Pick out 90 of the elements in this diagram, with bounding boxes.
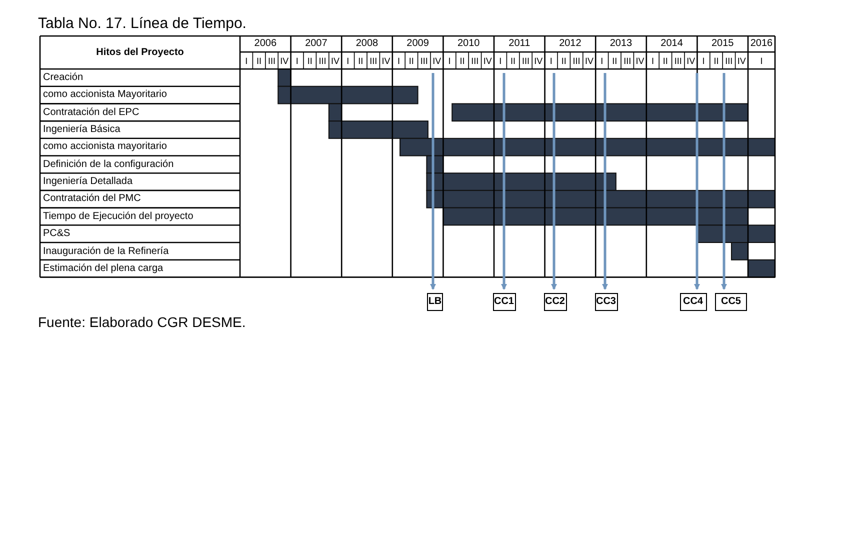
year-header: 2012 — [558, 37, 582, 51]
quarter-header: III — [520, 54, 530, 68]
quarter-header: IV — [432, 54, 442, 68]
quarter-header: I — [396, 54, 401, 68]
quarter-header: III — [673, 54, 683, 68]
gantt-bar — [442, 207, 748, 226]
year-header: 2015 — [710, 37, 735, 51]
quarter-header: IV — [279, 54, 290, 68]
quarter-header: II — [357, 54, 364, 68]
quarter-header: I — [498, 54, 503, 68]
quarter-header: I — [244, 54, 249, 68]
quarter-header: I — [600, 54, 604, 68]
quarter-header: I — [294, 54, 300, 68]
milestone-line — [501, 73, 507, 290]
gantt-bar — [696, 224, 776, 243]
year-header: 2014 — [660, 37, 684, 51]
quarter-header: IV — [634, 54, 646, 68]
gantt-bar — [731, 242, 748, 260]
row-label: Ingeniería Detallada — [42, 175, 134, 190]
row-label: Estimación del plena carga — [42, 262, 164, 276]
row-label: como accionista mayoritario — [42, 140, 168, 154]
gantt-bar — [328, 120, 428, 139]
milestone-line — [721, 73, 727, 290]
quarter-header: I — [346, 54, 350, 68]
quarter-header: III — [724, 54, 734, 68]
milestone-label: CC3 — [594, 293, 618, 311]
milestone-line — [602, 73, 608, 290]
quarter-header: III — [266, 54, 276, 68]
row-label: Contratación del PMC — [42, 192, 142, 206]
gantt-bar — [400, 138, 776, 156]
source-note: Fuente: Elaborado CGR DESME. — [38, 313, 247, 332]
row-label: Creación — [42, 71, 84, 85]
milestone-label: LB — [427, 293, 443, 311]
gantt-bar — [278, 86, 418, 104]
milestone-line — [551, 73, 557, 290]
gantt-bar — [426, 172, 616, 191]
row-label: Ingeniería Básica — [42, 123, 122, 138]
milestone-label: CC4 — [680, 293, 706, 311]
year-header: 2016 — [749, 37, 774, 51]
year-header: 2009 — [406, 37, 430, 51]
quarter-header: II — [662, 54, 669, 68]
quarter-header: IV — [380, 54, 392, 68]
row-label: Contratación del EPC — [42, 106, 140, 120]
year-header: 2008 — [354, 37, 380, 51]
year-header: 2010 — [456, 37, 481, 51]
quarter-header: II — [458, 54, 466, 68]
year-header: 2013 — [608, 37, 634, 51]
table-title: Tabla No. 17. Línea de Tiempo. — [38, 14, 248, 34]
quarter-header: I — [701, 54, 706, 68]
quarter-header: I — [759, 54, 764, 68]
quarter-header: II — [256, 54, 263, 68]
row-label: Definición de la configuración — [42, 158, 175, 172]
quarter-header: II — [510, 54, 517, 68]
milestone-label: CC2 — [544, 293, 566, 311]
quarter-header: II — [408, 54, 415, 68]
year-header: 2007 — [304, 37, 328, 51]
quarter-header: IV — [482, 54, 493, 68]
milestone-line — [430, 73, 436, 290]
quarter-header: I — [650, 54, 655, 68]
quarter-header: III — [368, 54, 378, 68]
quarter-header: IV — [584, 54, 594, 68]
year-header: 2006 — [253, 37, 278, 51]
quarter-header: III — [470, 54, 480, 68]
quarter-header: II — [611, 54, 618, 68]
quarter-header: IV — [686, 54, 696, 68]
gantt-bar — [452, 103, 748, 122]
quarter-header: III — [572, 54, 582, 68]
quarter-header: II — [560, 54, 568, 68]
year-header: 2011 — [508, 37, 532, 51]
row-label: como accionista Mayoritario — [42, 88, 168, 102]
milestone-label: CC5 — [715, 293, 747, 311]
quarter-header: II — [712, 54, 720, 68]
quarter-header: III — [419, 54, 429, 68]
column-header: Hitos del Proyecto — [95, 46, 185, 60]
milestone-line — [694, 73, 700, 290]
row-label: PC&S — [42, 227, 72, 242]
quarter-header: I — [548, 54, 554, 68]
gantt-bar — [426, 190, 776, 208]
gantt-bar — [748, 259, 776, 278]
quarter-header: III — [318, 54, 328, 68]
quarter-header: IV — [533, 54, 544, 68]
quarter-header: II — [306, 54, 314, 68]
quarter-header: I — [447, 54, 452, 68]
quarter-header: III — [622, 54, 632, 68]
quarter-header: IV — [330, 54, 340, 68]
row-label: Inauguración de la Refinería — [42, 244, 170, 258]
row-label: Tiempo de Ejecución del proyecto — [42, 210, 194, 224]
quarter-header: IV — [736, 54, 747, 68]
milestone-label: CC1 — [492, 293, 516, 311]
gantt-bar — [328, 103, 342, 122]
